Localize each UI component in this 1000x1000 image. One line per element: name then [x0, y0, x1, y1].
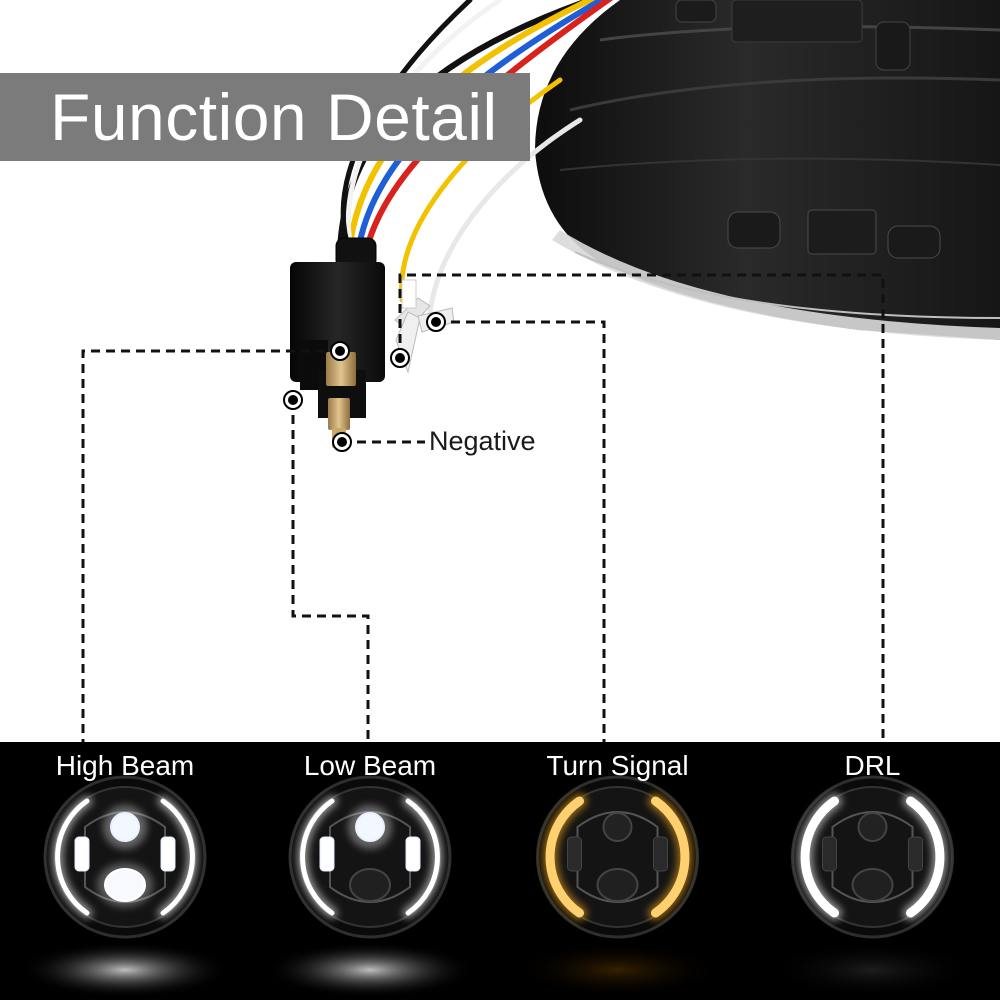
headlight-image [265, 775, 475, 998]
projector-frame [576, 811, 659, 903]
mode-label: Turn Signal [546, 750, 689, 781]
right-led [160, 836, 176, 872]
connection-lines [81, 273, 885, 742]
right-led [908, 836, 923, 872]
halo-right [651, 796, 690, 918]
mode-label: DRL [844, 750, 901, 781]
drl-line [398, 273, 885, 742]
ground-reflection [265, 942, 475, 998]
ground-reflection [767, 942, 978, 998]
left-led [74, 836, 90, 872]
upper-led [857, 812, 888, 842]
mode-panel-high-beam: High Beam [0, 742, 250, 1000]
ground-reflection [20, 942, 230, 998]
light-modes-strip: High Beam Low Beam Turn Signal DRL [0, 742, 1000, 1000]
mode-panel-turn-signal: Turn Signal [490, 742, 745, 1000]
halo-right [405, 798, 440, 916]
left-led [822, 836, 837, 872]
title-banner: Function Detail [0, 73, 530, 161]
halo-left [55, 798, 90, 916]
h4-connector-plug [290, 262, 455, 448]
high-beam-line [81, 349, 340, 742]
upper-led [602, 812, 633, 842]
turn-signal-line [436, 320, 606, 742]
lower-led [851, 868, 894, 902]
headlight-housing [535, 0, 1000, 340]
led-glow [103, 805, 147, 849]
halo-right [160, 798, 195, 916]
lower-led [349, 868, 391, 902]
left-led [567, 836, 582, 872]
negative-label: Negative [429, 426, 536, 456]
mode-label: High Beam [55, 750, 195, 781]
halo-left [800, 796, 839, 918]
mode-label: Low Beam [303, 750, 437, 781]
headlight-image [20, 775, 230, 998]
page-title: Function Detail [50, 80, 498, 154]
headlight-image [512, 775, 723, 998]
lower-led [596, 868, 639, 902]
low-beam-line [291, 400, 370, 742]
led-glow [97, 863, 153, 907]
halo-left [300, 798, 335, 916]
projector-frame [831, 811, 914, 903]
right-led [653, 836, 668, 872]
halo-left [545, 796, 584, 918]
ground-reflection [512, 942, 723, 998]
mode-panel-drl: DRL [745, 742, 1000, 1000]
headlight-image [767, 775, 978, 998]
right-led [405, 836, 421, 872]
led-glow [348, 805, 392, 849]
terminal-markers [283, 312, 446, 452]
halo-right [906, 796, 945, 918]
mode-panel-low-beam: Low Beam [250, 742, 490, 1000]
left-led [319, 836, 335, 872]
